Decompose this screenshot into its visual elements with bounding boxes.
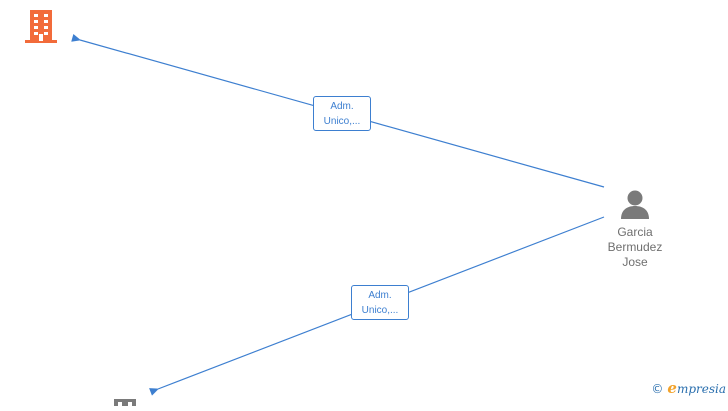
person-node[interactable] [620,190,650,224]
person-name-line3: Jose [622,255,648,269]
brand-watermark: ©empresia [651,379,726,397]
person-name[interactable]: Garcia Bermudez Jose [590,225,680,270]
building-icon [25,10,57,43]
building-icon [114,399,136,406]
brand-name: mpresia [676,382,726,396]
copyright-symbol: © [651,382,664,396]
person-name-line2: Bermudez [607,240,663,254]
person-icon [621,190,649,219]
edge-label-bottom[interactable]: Adm. Unico,... [351,285,409,320]
company-node-primary[interactable] [25,10,57,48]
edge-label-top-line2: Unico,... [323,116,361,127]
company-node-secondary[interactable] [113,393,137,411]
edge-label-top-line1: Adm. [330,101,354,112]
edge-label-bottom-line1: Adm. [368,290,392,301]
edge-label-bottom-line2: Unico,... [361,305,399,316]
relationship-graph [71,33,605,396]
brand-initial: e [667,379,677,397]
edge-label-top[interactable]: Adm. Unico,... [313,96,371,131]
person-name-line1: Garcia [617,225,653,239]
